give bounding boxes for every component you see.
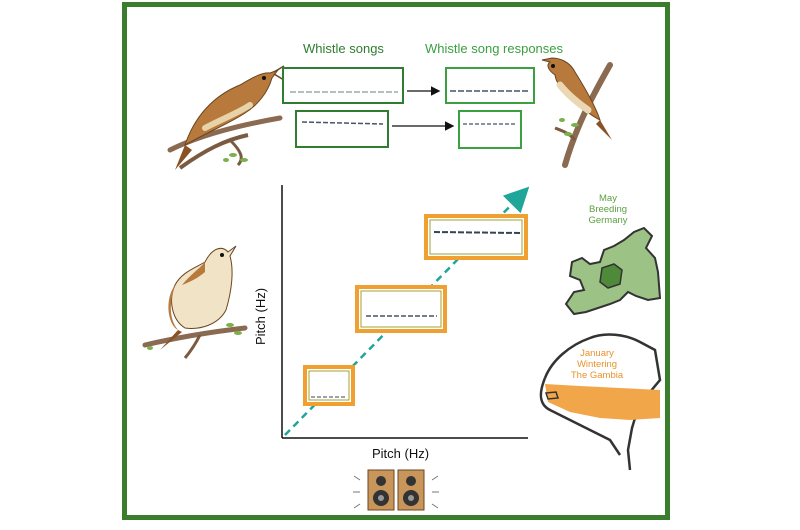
wintering-season: Wintering bbox=[576, 359, 618, 370]
breeding-label: May Breeding Germany bbox=[578, 193, 638, 226]
pitch-plot bbox=[281, 185, 530, 439]
whistle-song-box-2 bbox=[295, 110, 389, 148]
europe-africa-map bbox=[539, 226, 662, 471]
y-axis-label: Pitch (Hz) bbox=[253, 287, 268, 345]
africa-west-coast bbox=[539, 377, 622, 456]
nightingale-singing-icon bbox=[167, 65, 285, 170]
nightingale-responding-icon bbox=[541, 57, 613, 168]
wintering-month: January bbox=[580, 348, 614, 359]
whistle-song-responses-title: Whistle song responses bbox=[425, 41, 564, 56]
whistle-response-box-1 bbox=[445, 67, 535, 104]
whistle-song-box-1 bbox=[282, 67, 404, 104]
spectrogram-low bbox=[303, 365, 355, 406]
spectrogram-mid bbox=[355, 285, 447, 333]
gambia-highlight bbox=[544, 391, 560, 400]
x-axis-label: Pitch (Hz) bbox=[372, 446, 430, 461]
nightingale-perched-icon bbox=[142, 245, 248, 359]
breeding-season: Breeding bbox=[588, 204, 628, 215]
whistle-songs-title: Whistle songs bbox=[303, 41, 384, 56]
spectrogram-high bbox=[424, 214, 528, 260]
breeding-month: May bbox=[599, 193, 617, 204]
germany-highlight bbox=[599, 263, 623, 289]
breeding-place: Germany bbox=[588, 215, 628, 226]
africa-outline bbox=[543, 333, 662, 471]
sahel-band bbox=[545, 384, 660, 420]
whistle-response-box-2 bbox=[458, 110, 522, 149]
wintering-label: January Wintering The Gambia bbox=[552, 348, 642, 381]
speaker-pair-icon bbox=[353, 469, 439, 511]
wintering-place: The Gambia bbox=[570, 370, 624, 381]
